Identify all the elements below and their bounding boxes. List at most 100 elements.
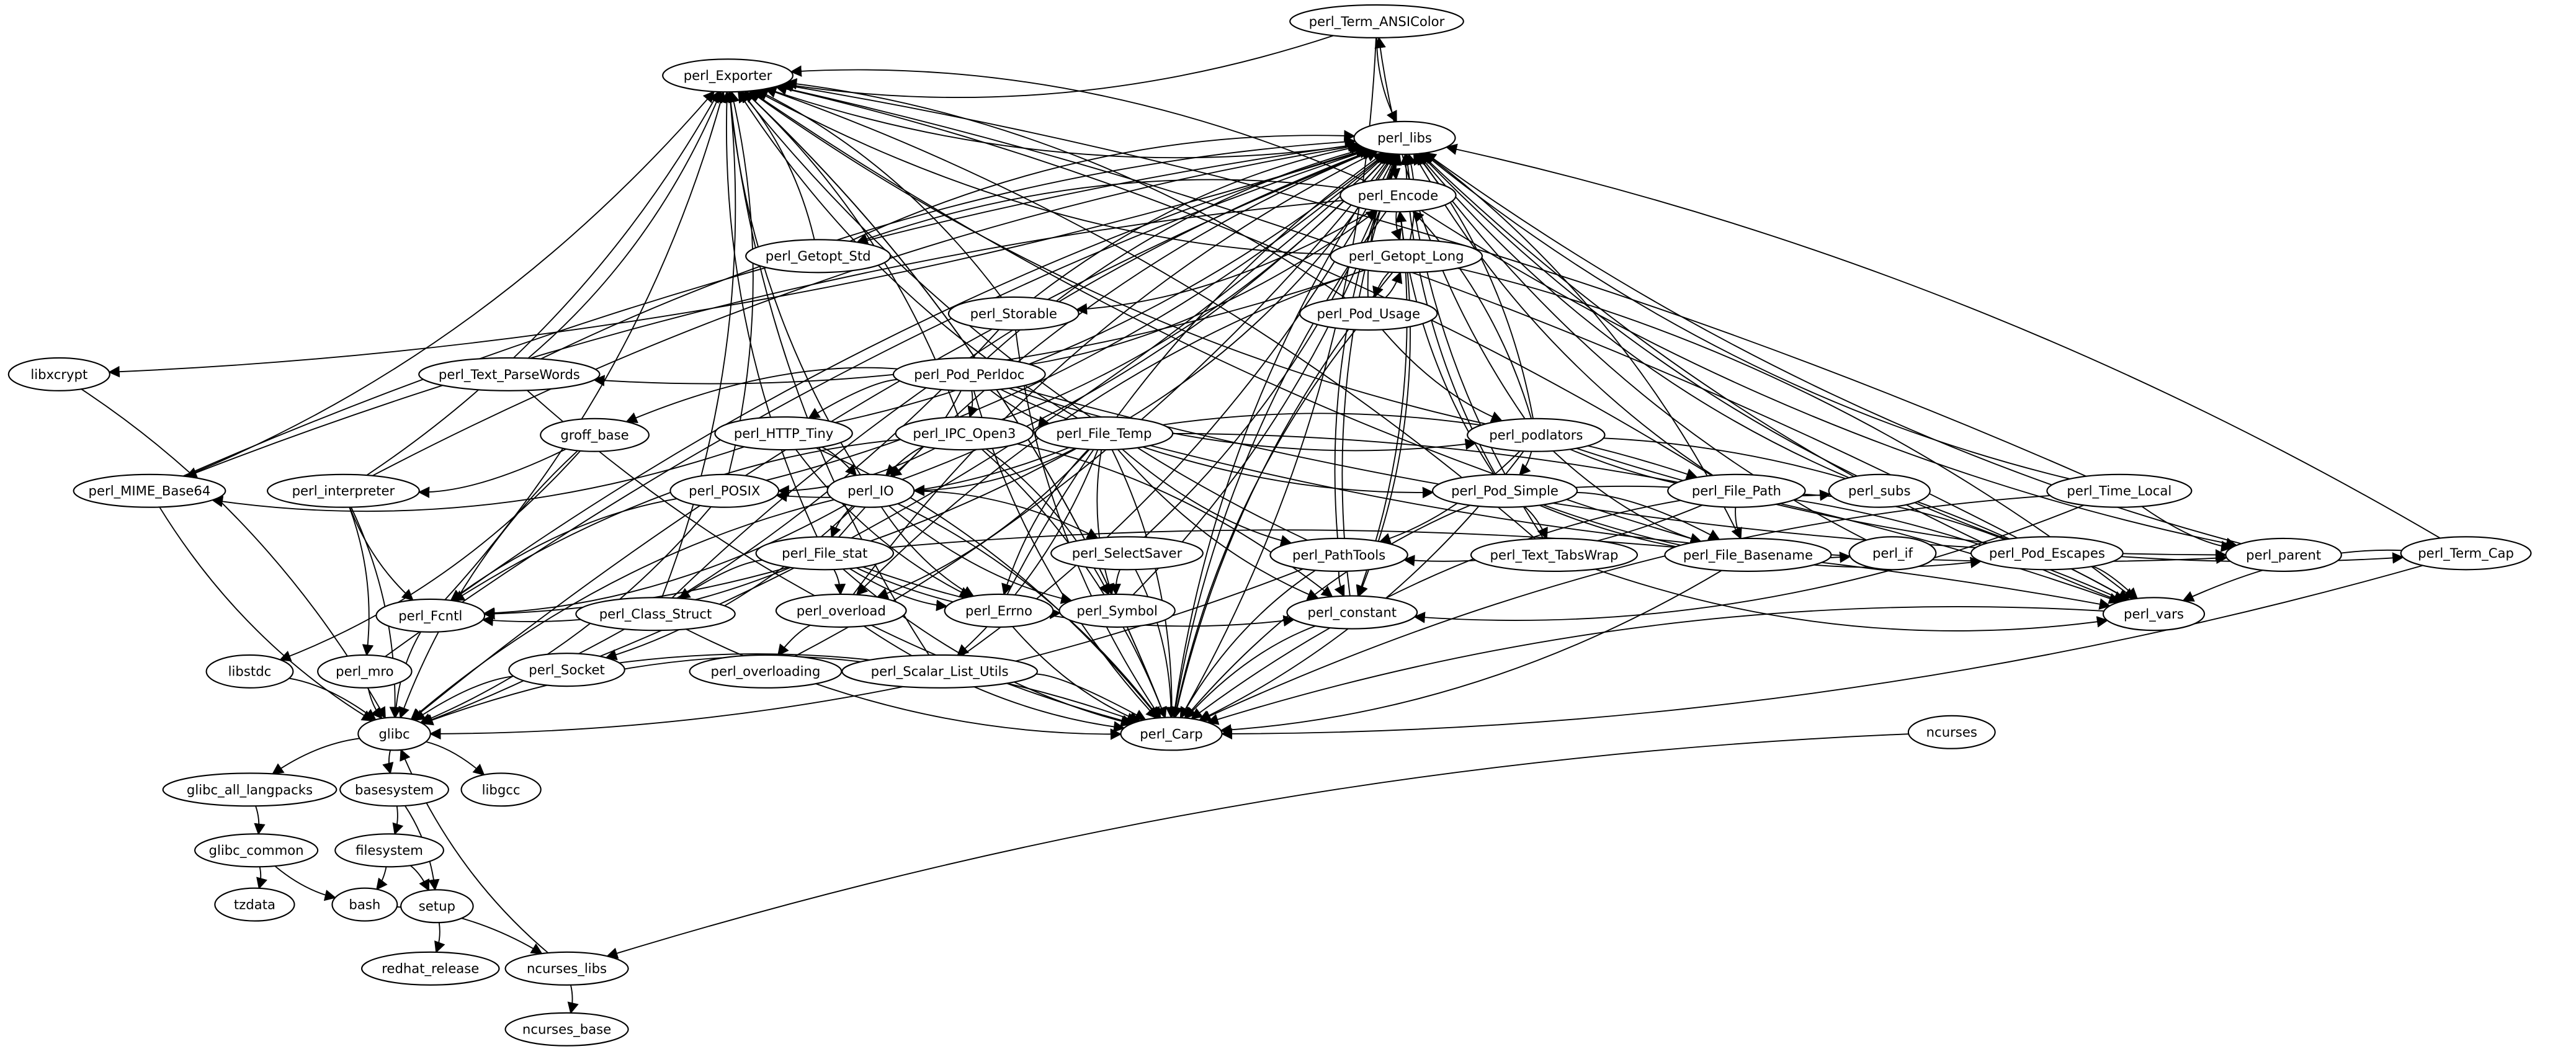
package-node-label-bash: bash [349,897,380,913]
package-node-ellipse-redhat_release [361,951,500,986]
dependency-edge-perl_HTTP_Tiny-to-perl_Errno [795,449,972,597]
dependency-edge-perl_PathTools-to-perl_constant [1334,571,1345,597]
dependency-edge-perl_Encode-to-perl_Exporter [790,65,1367,182]
dependency-edge-perl_IO-to-perl_SelectSaver [914,490,1099,539]
package-node-ellipse-perl_if [1848,536,1937,571]
package-node-ellipse-perl_SelectSaver [1050,536,1204,571]
dependency-edge-perl_File_stat-to-perl_Carp [843,568,1133,727]
package-node-perl_Fcntl: perl_Fcntl [375,598,486,633]
dependency-edge-basesystem-to-filesystem [392,806,404,836]
dependency-edge-perl_Pod_Usage-to-perl_Getopt_Long [1385,271,1403,298]
package-node-label-perl_overload: perl_overload [797,603,886,618]
package-node-perl_vars: perl_vars [2102,597,2206,632]
package-node-perl_Carp: perl_Carp [1120,716,1223,751]
package-node-label-perl_Text_TabsWrap: perl_Text_TabsWrap [1490,547,1619,563]
package-node-ellipse-libxcrypt [7,357,110,391]
package-node-ellipse-perl_Socket [508,653,625,687]
package-node-perl_parent: perl_parent [2225,537,2342,572]
package-node-ellipse-perl_Pod_Simple [1431,473,1578,508]
package-node-perl_Scalar_List_Utils: perl_Scalar_List_Utils [841,654,1038,689]
dependency-edge-perl_libs-to-libxcrypt [108,148,1369,378]
package-node-perl_Class_Struct: perl_Class_Struct [575,597,736,632]
dependency-edge-perl_Scalar_List_Utils-to-perl_libs [962,153,1397,656]
package-node-label-perl_Fcntl: perl_Fcntl [398,608,462,623]
package-node-label-tzdata: tzdata [234,897,275,913]
dependency-edge-setup-to-redhat_release [434,922,445,953]
package-node-ellipse-glibc [357,716,431,751]
package-node-ellipse-perl_File_Path [1667,473,1806,508]
package-node-perl_Pod_Usage: perl_Pod_Usage [1299,296,1438,331]
package-node-ellipse-perl_Encode [1339,178,1457,213]
package-node-perl_Storable: perl_Storable [947,296,1080,331]
package-node-label-perl_IPC_Open3: perl_IPC_Open3 [913,426,1016,441]
package-node-label-ncurses: ncurses [1926,725,1977,740]
dependency-edge-perl_File_Temp-to-perl_Carp [1111,449,1178,719]
package-node-perl_SelectSaver: perl_SelectSaver [1050,536,1204,571]
dependency-edge-perl_mro-to-perl_libs [385,147,1371,658]
package-node-ellipse-perl_IO [826,473,915,508]
dependency-edge-perl_Class_Struct-to-perl_libs [671,148,1374,599]
dependency-edge-perl_podlators-to-perl_PathTools [1379,450,1521,544]
dependency-edge-perl_Scalar_List_Utils-to-perl_Exporter [725,91,930,656]
dependency-edge-perl_PathTools-to-glibc [429,568,1304,740]
dependency-edge-perl_Fcntl-to-perl_Exporter [444,91,727,600]
package-node-ellipse-perl_File_Basename [1664,537,1832,572]
package-node-ellipse-libgcc [460,772,542,807]
package-node-ellipse-perl_constant [1286,595,1418,630]
package-node-label-libxcrypt: libxcrypt [30,367,87,382]
dependency-edge-perl_Pod_Usage-to-perl_podlators [1382,329,1503,422]
dependency-edge-perl_PathTools-to-perl_Carp [1179,569,1316,719]
package-node-perl_Errno: perl_Errno [944,593,1054,628]
dependency-edge-groff_base-to-glibc [398,450,578,719]
dependency-edge-perl_Pod_Perldoc-to-perl_Pod_Simple [1000,388,1434,499]
package-node-perl_Socket: perl_Socket [508,653,625,687]
dependency-edge-perl_Time_Local-to-perl_Exporter [780,80,2086,477]
dependency-edge-glibc_all_langpacks-to-glibc_common [254,806,266,836]
package-node-glibc_all_langpacks: glibc_all_langpacks [162,772,338,807]
package-node-setup: setup [400,889,474,924]
dependency-edge-perl_Term_Cap-to-perl_libs [1445,143,2441,539]
package-node-label-perl_Class_Struct: perl_Class_Struct [599,606,712,622]
dependency-edge-perl_Errno-to-perl_Carp [1012,626,1141,723]
package-node-perl_Term_Cap: perl_Term_Cap [2400,536,2532,571]
dependency-edge-perl_Socket-to-perl_libs [599,152,1389,657]
package-node-label-perl_Pod_Perldoc: perl_Pod_Perldoc [914,367,1024,382]
dependency-edge-perl_File_stat-to-perl_Class_Struct [678,560,763,599]
package-node-perl_Exporter: perl_Exporter [662,58,794,93]
dependency-edge-perl_Pod_Perldoc-to-perl_HTTP_Tiny [808,378,898,419]
dependency-edge-perl_vars-to-perl_Carp [1207,606,2104,725]
dependency-edge-perl_podlators-to-perl_Pod_Simple [1519,451,1532,476]
package-node-ellipse-filesystem [334,833,445,868]
dependency-edge-perl_IO-to-perl_Symbol [888,505,1073,604]
dependency-edge-perl_Storable-to-glibc [421,329,1000,725]
package-node-ellipse-perl_IPC_Open3 [895,416,1034,451]
dependency-edge-perl_Encode-to-perl_Carp [1169,211,1387,719]
package-node-label-perl_subs: perl_subs [1848,483,1911,499]
dependency-edge-perl_Encode-to-perl_MIME_Base64 [185,200,1343,478]
package-node-ellipse-perl_Term_Cap [2400,536,2532,571]
dependency-edge-groff_base-to-libstdc [279,450,581,662]
dependency-edge-perl_IO-to-perl_Socket [605,506,856,661]
package-node-ellipse-perl_podlators [1467,417,1606,452]
package-node-label-perl_Pod_Usage: perl_Pod_Usage [1317,306,1420,321]
package-node-perl_POSIX: perl_POSIX [669,473,780,508]
dependency-edge-filesystem-to-bash [376,867,388,890]
package-node-ellipse-perl_Symbol [1058,593,1176,628]
package-node-ncurses_libs: ncurses_libs [504,951,629,986]
package-node-label-perl_Storable: perl_Storable [970,306,1057,321]
dependency-edge-perl_File_Basename-to-perl_libs [1423,152,1741,539]
dependency-edge-perl_Getopt_Long-to-perl_overload [856,269,1366,596]
dependency-edge-perl_podlators-to-perl_Encode [1412,210,1532,419]
dependency-edge-perl_Text_ParseWords-to-perl_libs [540,136,1356,360]
dependency-edge-perl_Text_TabsWrap-to-perl_Exporter [764,86,1536,540]
dependency-edge-perl_File_stat-to-perl_vars [888,529,2111,610]
dependency-edge-perl_MIME_Base64-to-glibc [159,506,374,721]
package-node-libgcc: libgcc [460,772,542,807]
package-node-label-perl_HTTP_Tiny: perl_HTTP_Tiny [734,426,833,441]
package-node-perl_podlators: perl_podlators [1467,417,1606,452]
package-node-ellipse-perl_Term_ANSIColor [1289,4,1464,38]
dependency-edge-perl_File_Path-to-perl_libs [1413,153,1714,476]
dependency-edge-perl_Getopt_Long-to-perl_Exporter [754,89,1331,255]
package-node-glibc_common: glibc_common [194,833,319,868]
package-node-perl_Text_ParseWords: perl_Text_ParseWords [418,357,601,391]
